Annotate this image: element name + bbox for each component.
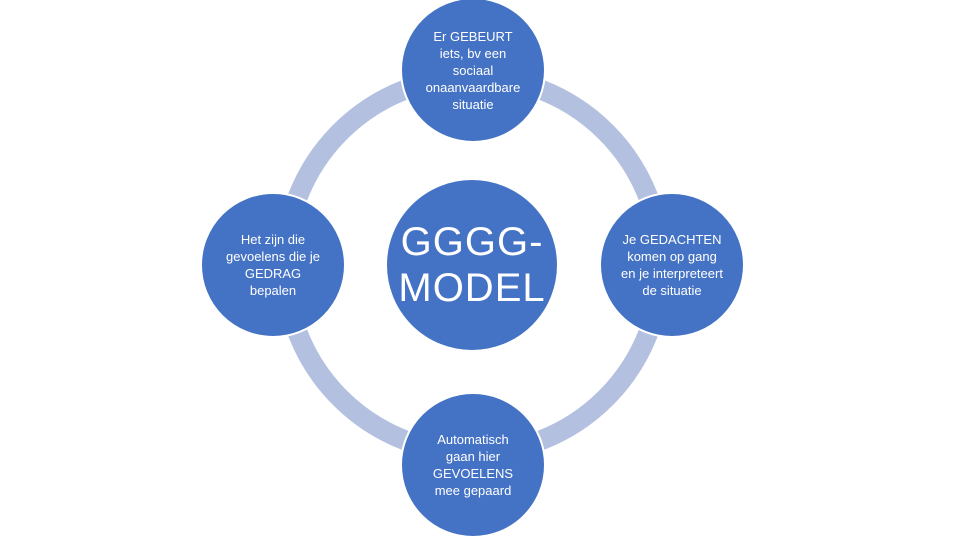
top-node: Er GEBEURT iets, bv een sociaal onaanvaa…: [400, 0, 546, 143]
top-node-label: Er GEBEURT iets, bv een sociaal onaanvaa…: [425, 28, 521, 112]
left-node: Het zijn die gevoelens die je GEDRAG bep…: [200, 192, 346, 338]
left-node-label: Het zijn die gevoelens die je GEDRAG bep…: [226, 232, 320, 298]
bottom-node: Automatisch gaan hier GEVOELENS mee gepa…: [400, 392, 546, 538]
bottom-node-label: Automatisch gaan hier GEVOELENS mee gepa…: [432, 432, 514, 498]
center-node-label: GGGG-MODEL: [398, 220, 546, 310]
right-node: Je GEDACHTEN komen op gang en je interpr…: [599, 192, 745, 338]
center-node: GGGG-MODEL: [385, 178, 559, 352]
right-node-label: Je GEDACHTEN komen op gang en je interpr…: [621, 232, 723, 298]
